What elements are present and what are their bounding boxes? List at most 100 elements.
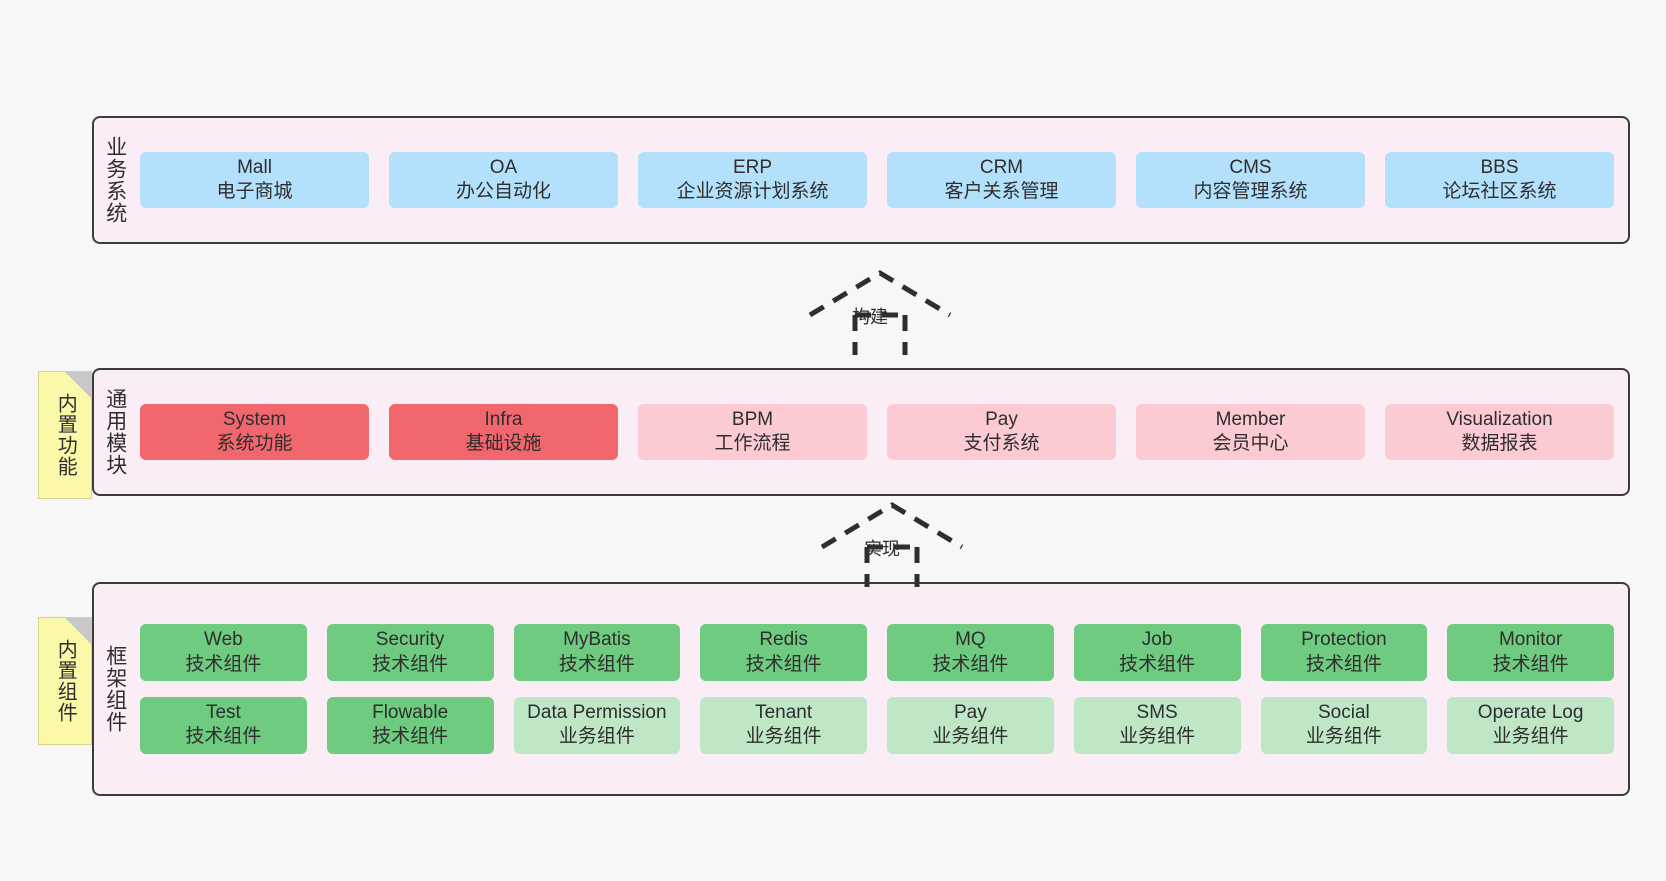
node-label-en: BBS (1480, 156, 1519, 178)
layer-framework-components: 框架组件 Web 技术组件 Security 技术组件 MyBatis 技术组件… (92, 582, 1630, 796)
node-label-cn: 业务组件 (1119, 726, 1196, 748)
layer-business-systems: 业务系统 Mall 电子商城 OA 办公自动化 ERP 企业资源计划系统 CRM… (92, 116, 1630, 244)
node-label-en: SMS (1136, 702, 1178, 723)
node-mybatis[interactable]: MyBatis 技术组件 (513, 624, 681, 681)
node-infra[interactable]: Infra 基础设施 (389, 403, 618, 461)
arrowhead-open-triangle (820, 502, 964, 550)
node-label-cn: 办公自动化 (455, 181, 551, 202)
node-label-cn: 业务组件 (1492, 726, 1569, 748)
node-security[interactable]: Security 技术组件 (326, 624, 494, 681)
node-data-permission[interactable]: Data Permission 业务组件 (513, 697, 681, 754)
node-label-cn: 技术组件 (558, 653, 635, 675)
node-pay-component[interactable]: Pay 业务组件 (887, 697, 1054, 754)
node-label-cn: 系统功能 (216, 433, 293, 454)
arrow-stem (864, 544, 920, 587)
node-label-en: MQ (955, 629, 986, 651)
node-label-cn: 业务组件 (745, 726, 822, 748)
node-test[interactable]: Test 技术组件 (140, 697, 307, 754)
node-oa[interactable]: OA 办公自动化 (389, 151, 618, 209)
node-label-cn: 技术组件 (372, 653, 449, 675)
node-label-cn: 业务组件 (932, 726, 1009, 748)
node-label-en: OA (489, 156, 518, 178)
sticky-note-builtin-components[interactable]: 内置组件 (38, 617, 92, 745)
node-label-en: Protection (1301, 629, 1387, 651)
node-label-en: MyBatis (563, 629, 631, 651)
node-label-cn: 技术组件 (372, 726, 449, 748)
node-tenant[interactable]: Tenant 业务组件 (700, 697, 867, 754)
connector-build: 构建 (800, 265, 960, 355)
node-visualization[interactable]: Visualization 数据报表 (1385, 403, 1614, 461)
folded-corner-icon (65, 372, 91, 398)
node-label-cn: 技术组件 (745, 653, 822, 675)
layer-title-business-systems: 业务系统 (103, 136, 127, 224)
node-label-cn: 技术组件 (932, 653, 1009, 675)
node-label-en: Visualization (1446, 408, 1553, 430)
arrowhead-open-triangle (808, 270, 952, 318)
node-label-cn: 客户关系管理 (944, 181, 1059, 202)
node-label-en: Infra (484, 408, 523, 430)
node-label-en: Pay (954, 702, 987, 723)
node-bbs[interactable]: BBS 论坛社区系统 (1385, 151, 1614, 209)
node-label-en: Security (375, 629, 445, 651)
node-flowable[interactable]: Flowable 技术组件 (326, 697, 494, 754)
node-redis[interactable]: Redis 技术组件 (700, 624, 867, 681)
node-social[interactable]: Social 业务组件 (1260, 697, 1428, 754)
node-label-en: Pay (985, 408, 1018, 430)
node-protection[interactable]: Protection 技术组件 (1260, 624, 1428, 681)
node-label-en: Member (1215, 408, 1286, 430)
node-label-en: Test (205, 702, 241, 723)
node-label-en: Operate Log (1477, 702, 1584, 723)
node-member[interactable]: Member 会员中心 (1136, 403, 1365, 461)
node-bpm[interactable]: BPM 工作流程 (638, 403, 867, 461)
node-label-cn: 企业资源计划系统 (676, 181, 829, 202)
layer-body-common-modules: System 系统功能 Infra 基础设施 BPM 工作流程 Pay 支付系统… (136, 370, 1628, 494)
node-operate-log[interactable]: Operate Log 业务组件 (1447, 697, 1614, 754)
node-label-cn: 技术组件 (1305, 653, 1382, 675)
node-label-en: Job (1141, 629, 1173, 651)
node-label-en: BPM (731, 408, 774, 430)
node-erp[interactable]: ERP 企业资源计划系统 (638, 151, 867, 209)
layer-body-framework-components: Web 技术组件 Security 技术组件 MyBatis 技术组件 Redi… (136, 584, 1628, 794)
node-cms[interactable]: CMS 内容管理系统 (1136, 151, 1365, 209)
layer-title-common-modules: 通用模块 (103, 388, 127, 476)
arrow-stem (852, 312, 908, 355)
node-label-cn: 工作流程 (714, 433, 791, 454)
row: System 系统功能 Infra 基础设施 BPM 工作流程 Pay 支付系统… (140, 403, 1614, 461)
node-label-cn: 基础设施 (465, 433, 542, 454)
row: Mall 电子商城 OA 办公自动化 ERP 企业资源计划系统 CRM 客户关系… (140, 151, 1614, 209)
node-label-cn: 技术组件 (1492, 653, 1569, 675)
node-label-cn: 技术组件 (185, 653, 262, 675)
row: Web 技术组件 Security 技术组件 MyBatis 技术组件 Redi… (140, 624, 1614, 681)
row: Test 技术组件 Flowable 技术组件 Data Permission … (140, 697, 1614, 754)
node-sms[interactable]: SMS 业务组件 (1073, 697, 1241, 754)
node-mq[interactable]: MQ 技术组件 (887, 624, 1054, 681)
node-label-en: Monitor (1498, 629, 1563, 651)
node-job[interactable]: Job 技术组件 (1073, 624, 1241, 681)
sticky-note-builtin-features[interactable]: 内置功能 (38, 371, 92, 499)
node-label-en: Redis (759, 629, 808, 651)
node-label-cn: 业务组件 (1305, 726, 1382, 748)
sticky-note-label: 内置组件 (54, 639, 77, 723)
node-label-en: ERP (732, 156, 773, 178)
connector-label-build: 构建 (852, 307, 888, 327)
node-label-cn: 论坛社区系统 (1442, 181, 1557, 202)
node-web[interactable]: Web 技术组件 (140, 624, 307, 681)
connector-implement: 实现 (812, 497, 972, 587)
node-label-cn: 会员中心 (1212, 433, 1289, 454)
node-label-en: Flowable (372, 702, 449, 723)
node-pay[interactable]: Pay 支付系统 (887, 403, 1116, 461)
sticky-note-label: 内置功能 (54, 393, 77, 477)
node-mall[interactable]: Mall 电子商城 (140, 151, 369, 209)
node-label-en: CRM (979, 156, 1024, 178)
node-label-en: Social (1318, 702, 1370, 723)
node-label-en: Web (204, 629, 243, 651)
layer-title-framework-components: 框架组件 (103, 645, 127, 733)
node-label-cn: 支付系统 (963, 433, 1040, 454)
node-label-en: Tenant (755, 702, 813, 723)
node-crm[interactable]: CRM 客户关系管理 (887, 151, 1116, 209)
node-label-cn: 技术组件 (1119, 653, 1196, 675)
connector-label-implement: 实现 (864, 539, 900, 559)
node-label-cn: 数据报表 (1461, 433, 1538, 454)
node-monitor[interactable]: Monitor 技术组件 (1447, 624, 1614, 681)
node-system[interactable]: System 系统功能 (140, 403, 369, 461)
